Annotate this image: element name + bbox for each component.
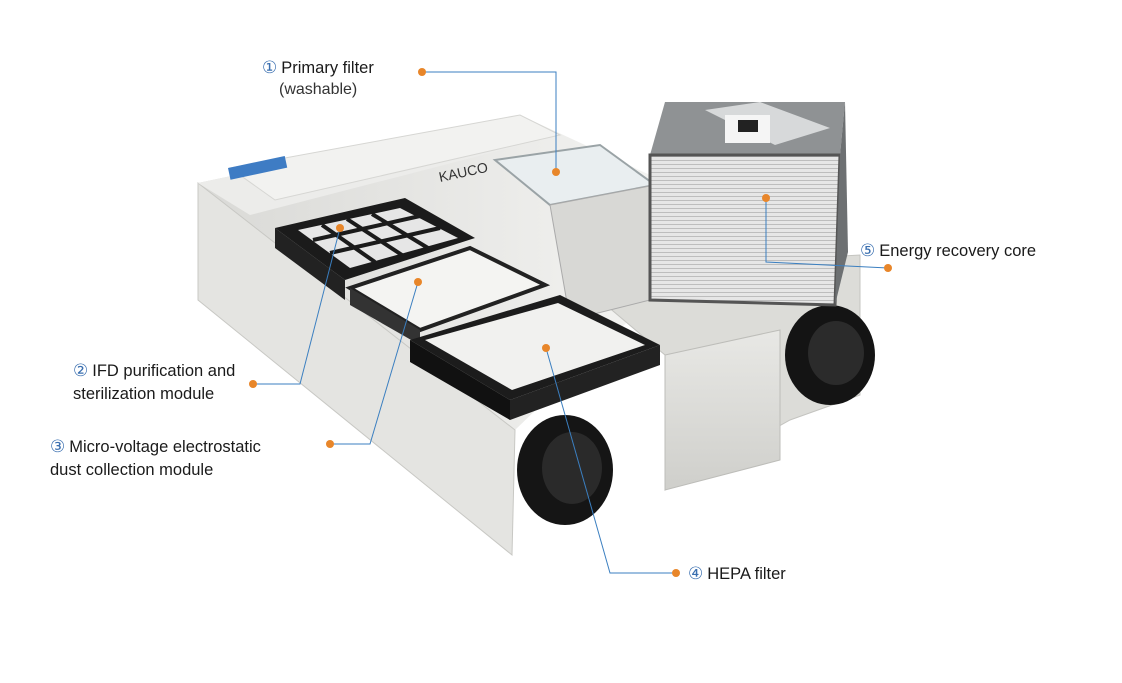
callout-text: Energy recovery core xyxy=(879,242,1037,260)
dot-1b xyxy=(552,168,560,176)
energy-recovery-core xyxy=(648,102,848,307)
callout-text: Micro-voltage electrostatic xyxy=(69,438,261,456)
dot-4a xyxy=(672,569,680,577)
duct-right xyxy=(785,305,875,405)
dot-5a xyxy=(884,264,892,272)
dot-3a xyxy=(326,440,334,448)
callout-electrostatic-module-line2: dust collection module xyxy=(50,461,214,479)
callout-number: ④ xyxy=(688,564,704,584)
leader-lines xyxy=(253,71,889,574)
callout-dots xyxy=(249,68,892,577)
electrostatic-module xyxy=(345,245,551,345)
leader-5 xyxy=(765,198,889,269)
callout-text: HEPA filter xyxy=(707,565,786,583)
ifd-module-frame xyxy=(275,198,475,300)
leader-1 xyxy=(422,71,557,172)
duct-front xyxy=(517,415,613,525)
callout-number: ⑤ xyxy=(860,241,876,261)
dot-4b xyxy=(542,344,550,352)
callout-text: Primary filter xyxy=(281,59,374,77)
dot-2a xyxy=(249,380,257,388)
leader-2 xyxy=(253,227,341,385)
callout-ifd-module-line2: sterilization module xyxy=(73,385,215,403)
callout-number: ② xyxy=(73,361,89,381)
callout-text: IFD purification and xyxy=(92,362,236,380)
callout-number: ③ xyxy=(50,437,66,457)
callout-primary-filter-sub: (washable) xyxy=(279,81,358,98)
right-module xyxy=(598,254,861,491)
leader-3 xyxy=(330,281,419,445)
callout-number: ① xyxy=(262,58,278,78)
dot-2b xyxy=(336,224,344,232)
dot-3b xyxy=(414,278,422,286)
dot-5b xyxy=(762,194,770,202)
dot-1a xyxy=(418,68,426,76)
hepa-filter xyxy=(410,295,660,420)
leader-4 xyxy=(545,347,676,574)
